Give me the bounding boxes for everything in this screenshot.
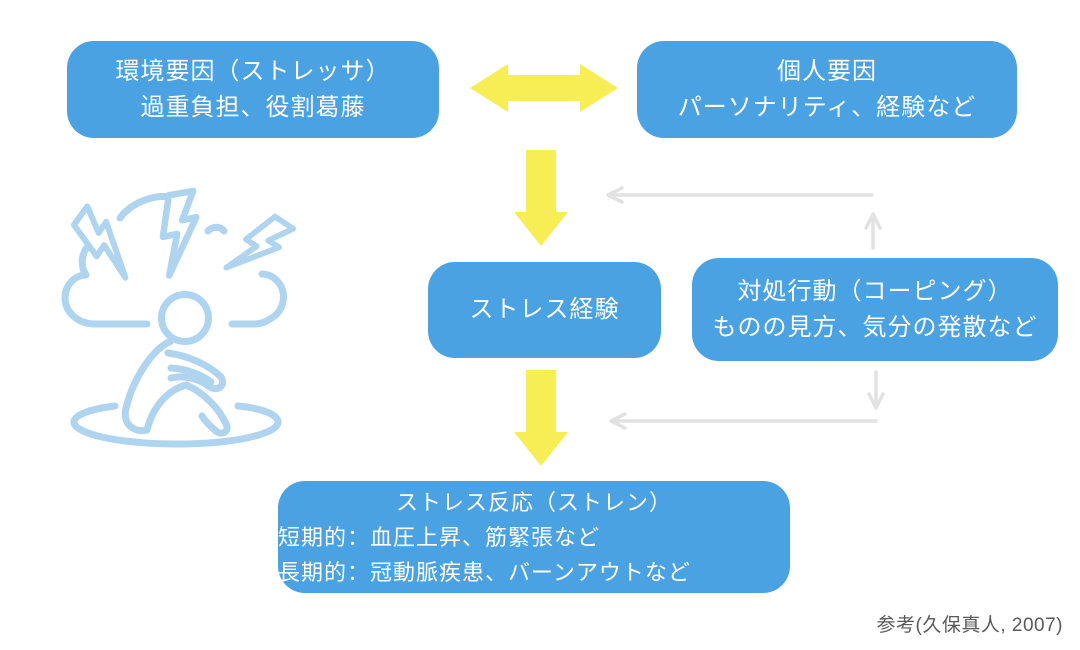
node-stress-response: ストレス反応（ストレン） 短期的：血圧上昇、筋緊張など 長期的：冠動脈疾患、バー…: [278, 481, 790, 593]
ground-swirl-icon: [70, 402, 282, 448]
node-environment-line1: 環境要因（ストレッサ）: [115, 57, 391, 85]
node-strain-line3: 長期的：冠動脈疾患、バーンアウトなど: [278, 559, 691, 585]
bidirectional-arrow-icon: [470, 64, 618, 112]
node-experience-line1: ストレス経験: [469, 296, 620, 323]
node-personal-line2: パーソナリティ、経験など: [677, 93, 977, 121]
down-arrow-icon: [514, 370, 568, 466]
node-coping-line1: 対処行動（コーピング）: [737, 277, 1013, 305]
reference-citation: 参考(久保真人, 2007): [876, 615, 1063, 636]
node-strain-details: 短期的：血圧上昇、筋緊張など 長期的：冠動脈疾患、バーンアウトなど: [278, 520, 790, 590]
node-personal-line1: 個人要因: [777, 57, 877, 85]
node-strain-line1: ストレス反応（ストレン）: [395, 489, 672, 515]
lightning-bolt-icon: [70, 187, 297, 281]
node-stress-experience: ストレス経験: [428, 262, 661, 358]
node-strain-line2: 短期的：血圧上昇、筋緊張など: [278, 524, 601, 550]
stressed-person-illustration: [61, 187, 297, 448]
node-environment-factors: 環境要因（ストレッサ） 過重負担、役割葛藤: [67, 41, 439, 138]
node-coping-line2: ものの見方、気分の発散など: [712, 313, 1038, 341]
down-arrow-icon: [514, 150, 568, 246]
node-personal-factors: 個人要因 パーソナリティ、経験など: [637, 41, 1017, 138]
node-coping-behavior: 対処行動（コーピング） ものの見方、気分の発散など: [692, 258, 1058, 361]
node-environment-line2: 過重負担、役割葛藤: [140, 93, 366, 121]
sitting-person-icon: [121, 291, 231, 437]
